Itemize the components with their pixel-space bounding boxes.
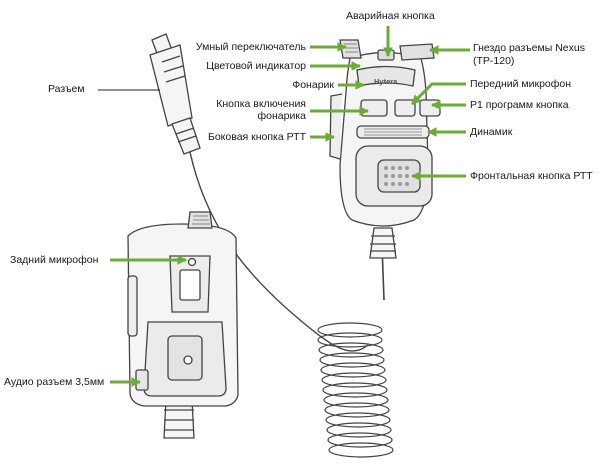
label-flashlight: Фонарик <box>292 79 334 91</box>
label-color-indicator: Цветовой индикатор <box>206 60 306 72</box>
callouts <box>110 26 470 387</box>
label-smart-switch: Умный переключатель <box>195 41 306 53</box>
rear-view-device <box>127 211 239 439</box>
label-emergency-button: Аварийная кнопка <box>346 10 435 22</box>
label-nexus-socket: Гнездо разъемы Nexus <box>473 42 585 54</box>
arrow-front-microphone <box>410 82 466 106</box>
brand-logo: Hytera <box>374 77 398 86</box>
connector-plug <box>149 33 201 155</box>
label-connector: Разъем <box>48 83 85 95</box>
label-front-microphone: Передний микрофон <box>470 78 572 90</box>
label-flashlight-button-line2: фонарика <box>257 110 307 122</box>
label-nexus-socket-model: (TP-120) <box>473 55 515 67</box>
label-front-ptt: Фронтальная кнопка РТТ <box>470 170 593 182</box>
label-audio-jack: Аудио разъем 3,5мм <box>4 376 105 388</box>
front-view-device <box>329 39 441 259</box>
cable-wire <box>189 151 369 352</box>
label-rear-microphone: Задний микрофон <box>10 254 99 266</box>
label-side-ptt: Боковая кнопка РТТ <box>207 131 306 143</box>
coiled-cable <box>317 322 394 458</box>
label-flashlight-button-line1: Кнопка включения <box>216 98 306 110</box>
label-p1-button: P1 программ кнопка <box>470 99 569 111</box>
label-speaker: Динамик <box>470 126 513 138</box>
